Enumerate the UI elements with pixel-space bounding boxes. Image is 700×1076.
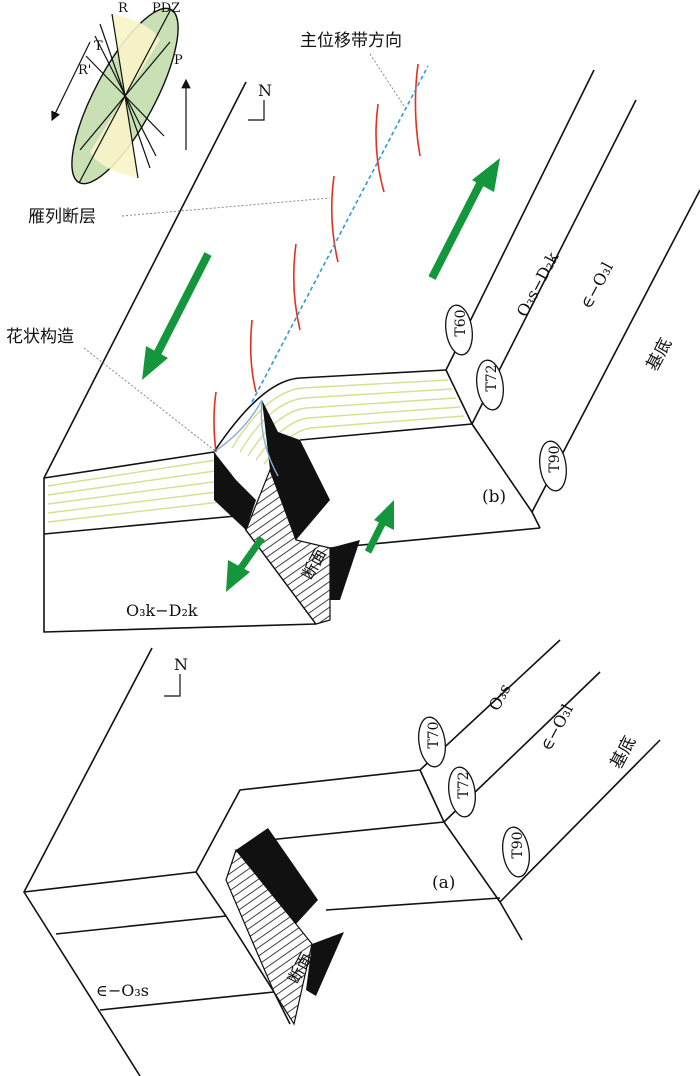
panel-a-top-surface-front [23,769,421,893]
annotation-flower-structure: 花状构造 [6,327,74,347]
panel-b-unit-upper: O₃s−D₂k [513,249,563,320]
panel-b-arrow-front-right [364,500,394,554]
panel-b-north-label: N [258,81,272,100]
annotation-echelon-faults: 雁列断层 [28,207,96,227]
panel-b-top-surface-front [43,369,447,479]
ellipse-label-r: R [118,1,129,16]
panel-a-unit-front: ∈−O₃s [96,981,149,1000]
panel-a-block: N 断面 T70 T72 T90 O₃s ∈−O₃l 基底 ∈−O₃s (a) [23,639,661,1076]
panel-a-horizon-t90: T90 [502,826,530,878]
horizon-t70-label: T70 [426,721,442,748]
panel-a-fault-plane-dark [306,932,344,996]
horizon-t60-label: T60 [453,309,469,336]
panel-b-fault-plane-dark [330,540,360,600]
panel-b-unit-basement: 基底 [643,335,677,374]
panel-b-arrow-upper-right [428,158,500,280]
panel-b-lower-front [43,515,237,535]
panel-a-right-front [419,769,523,941]
panel-b-echelon-faults [213,63,421,453]
panel-a-unit-basement: 基底 [607,733,641,772]
panel-b-strain-ellipse: R PDZ T P R' [51,1,191,185]
leader-pdz-direction [369,53,405,107]
panel-a-t90-line [499,739,661,903]
panel-b-fault-wedge-left [214,452,256,530]
horizon-t72-label: T72 [484,364,500,391]
horizon-t72-label-a: T72 [456,771,472,798]
panel-a-fault-outline [195,871,291,1025]
panel-b-pdz-line [251,65,429,403]
panel-a-horizon-t70: T70 [418,716,446,768]
panel-b-fault-wedge-right [262,400,330,540]
horizon-t90-label-a: T90 [510,831,526,858]
ellipse-label-pdz: PDZ [152,1,180,16]
annotation-pdz-direction: 主位移带方向 [300,31,402,51]
panel-b-arrow-upper-left [142,252,212,380]
panel-a-label: (a) [432,873,455,893]
panel-a-lower-front-1 [55,915,227,935]
panel-b-base-right [329,527,541,549]
panel-a-north-label: N [174,655,188,674]
leader-flower-structure [83,347,215,451]
panel-b-horizon-t90: T90 [539,440,567,492]
panel-b-horizon-t72: T72 [476,359,504,411]
panel-a-horizon-t72: T72 [448,766,476,818]
panel-b-unit-middle: ∈−O₃l [577,259,617,312]
panel-b-horizon-t60: T60 [445,304,473,356]
ellipse-label-t: T [94,39,103,54]
panel-b-label: (b) [482,487,506,507]
panel-b-unit-front: O₃k−D₂k [126,601,198,620]
panel-b-right-front [445,369,541,529]
panel-b-arrow-front-left [226,535,265,592]
panel-a-fault-wedge-dark [236,828,318,924]
panel-b-north-arrow [248,100,265,121]
ellipse-label-r-prime: R' [78,63,91,78]
panel-a-lower-front-3 [325,897,501,911]
panel-b-block: N R PDZ T P R' 主位移带方向 雁列断层 花状构造 断面 [6,1,700,633]
panel-a-lower-front-2 [267,821,445,841]
panel-a-lower-front-4 [99,991,275,1011]
panel-b-strata-left [47,459,239,523]
panel-a-left-edge [23,647,153,1076]
ellipse-label-p: P [174,53,183,68]
horizon-t90-label: T90 [547,445,563,472]
panel-b-lower-front-right [299,423,473,441]
leader-echelon-faults [121,197,331,217]
panel-b-left-edge [43,81,317,633]
panel-b-flower-curve [213,399,279,477]
panel-a-north-arrow [164,674,181,697]
